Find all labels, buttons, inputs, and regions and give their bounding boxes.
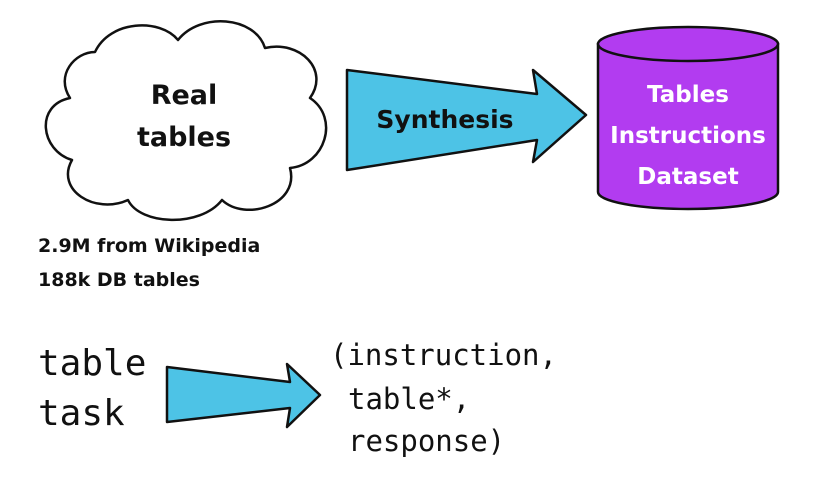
synthesis-arrow: Synthesis — [345, 68, 588, 172]
cloud-text-line2: tables — [137, 122, 231, 153]
table-word: table — [38, 343, 146, 384]
dataset-line1: Tables — [647, 82, 729, 108]
cylinder-body — [596, 42, 780, 211]
tuple-table: table*, — [348, 382, 470, 416]
cloud-shape — [44, 20, 328, 222]
cylinder-top — [596, 25, 780, 63]
dataset-line2: Instructions — [610, 123, 766, 149]
tables-instructions-dataset-cylinder: Tables Instructions Dataset — [596, 25, 780, 211]
task-word: task — [38, 393, 125, 434]
stats-wikipedia: 2.9M from Wikipedia — [38, 235, 260, 257]
stats-db-tables: 188k DB tables — [38, 269, 200, 291]
real-tables-cloud: Real tables — [44, 20, 328, 222]
tuple-instruction: (instruction, — [330, 338, 557, 372]
synthesis-label: Synthesis — [376, 105, 513, 134]
task-arrow — [165, 362, 322, 429]
synthesis-arrow-shape — [345, 68, 588, 172]
tuple-response: response) — [348, 424, 505, 458]
cloud-text-line1: Real — [151, 80, 218, 111]
dataset-line3: Dataset — [637, 164, 738, 190]
